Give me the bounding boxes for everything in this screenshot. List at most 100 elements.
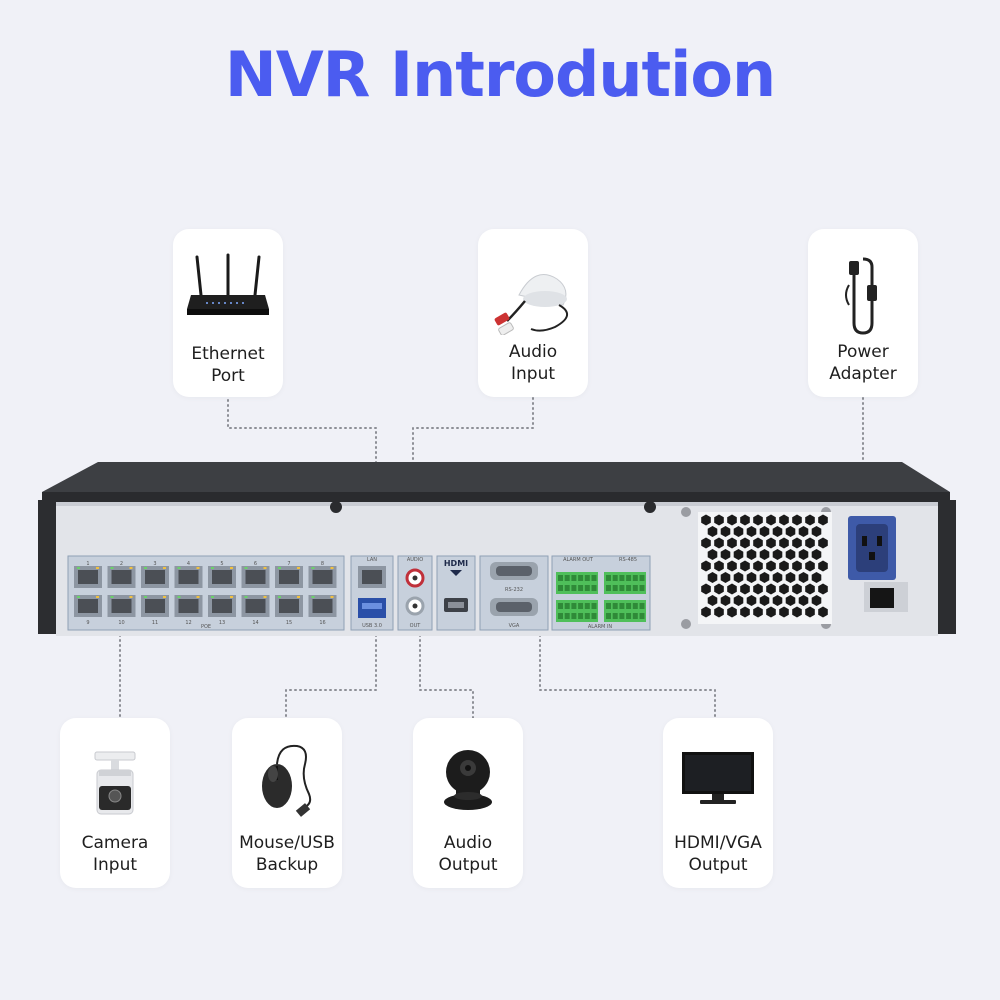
- fan-hole: [740, 606, 750, 618]
- audio-block: [397, 555, 433, 631]
- svg-text:HDMI: HDMI: [444, 559, 468, 568]
- port-number: 2: [120, 561, 123, 567]
- svg-text:VGA: VGA: [509, 623, 520, 629]
- fan-hole: [740, 560, 750, 572]
- fan-hole: [740, 537, 750, 549]
- fan-hole: [746, 595, 757, 606]
- fan-hole: [720, 572, 731, 583]
- fan-hole: [727, 606, 737, 618]
- fan-hole: [818, 537, 828, 549]
- fan-hole: [727, 537, 737, 549]
- poe-port: 2: [107, 561, 136, 588]
- fan-hole: [798, 572, 809, 583]
- mouse-icon: [232, 738, 342, 818]
- camera-icon: [60, 748, 170, 818]
- fan-hole: [720, 526, 731, 537]
- fan-hole: [772, 526, 783, 537]
- poe-port: 6: [241, 561, 270, 588]
- poe-port: 7: [275, 561, 303, 588]
- fan-hole: [707, 595, 718, 606]
- fan-hole: [746, 549, 757, 560]
- port-number: 10: [118, 620, 124, 626]
- port-number: 7: [287, 561, 290, 567]
- fan-hole: [779, 537, 789, 549]
- poe-port: 11: [141, 595, 169, 626]
- audio-output-card: Audio Output: [413, 718, 523, 888]
- poe-port: 13: [208, 595, 236, 626]
- port-number: 5: [220, 561, 223, 567]
- fan-grille: [701, 514, 828, 618]
- fan-hole: [720, 595, 731, 606]
- power-cable-icon: [808, 255, 918, 339]
- fan-hole: [792, 583, 802, 595]
- ethernet-port-card: Ethernet Port: [173, 229, 283, 397]
- fan-hole: [779, 583, 789, 595]
- fan-hole: [766, 583, 776, 595]
- fan-hole: [727, 514, 737, 526]
- port-number: 16: [319, 620, 325, 626]
- port-number: 8: [321, 561, 324, 567]
- fan-hole: [805, 514, 815, 526]
- poe-port: 15: [275, 595, 303, 626]
- fan-hole: [805, 560, 815, 572]
- fan-hole: [779, 606, 789, 618]
- fan-hole: [701, 583, 711, 595]
- audio-output-label: Audio Output: [438, 833, 498, 875]
- poe-port: 8: [308, 561, 337, 588]
- fan-hole: [759, 526, 770, 537]
- fan-hole: [720, 549, 731, 560]
- poe-port: 3: [141, 561, 169, 588]
- audio-out-connector-line: [419, 629, 474, 719]
- fan-hole: [772, 572, 783, 583]
- fan-hole: [714, 537, 724, 549]
- fan-hole: [753, 560, 763, 572]
- fan-hole: [805, 606, 815, 618]
- port-number: 13: [219, 620, 225, 626]
- port-number: 4: [187, 561, 190, 567]
- poe-port: 14: [241, 595, 270, 626]
- fan-hole: [746, 572, 757, 583]
- fan-hole: [714, 606, 724, 618]
- fan-hole: [759, 572, 770, 583]
- fan-hole: [740, 583, 750, 595]
- fan-hole: [714, 514, 724, 526]
- fan-hole: [772, 549, 783, 560]
- fan-hole: [759, 549, 770, 560]
- svg-text:LAN: LAN: [367, 557, 377, 563]
- fan-hole: [733, 549, 744, 560]
- fan-hole: [805, 583, 815, 595]
- fan-hole: [753, 537, 763, 549]
- alarm-terminal: [604, 572, 646, 594]
- fan-hole: [818, 560, 828, 572]
- mouse-usb-label: Mouse/USB Backup: [239, 833, 335, 875]
- fan-hole: [785, 595, 796, 606]
- fan-hole: [766, 606, 776, 618]
- svg-text:RS-485: RS-485: [619, 557, 637, 563]
- ethernet-port-label: Ethernet Port: [191, 344, 265, 386]
- fan-hole: [792, 514, 802, 526]
- fan-hole: [733, 526, 744, 537]
- fan-hole: [714, 560, 724, 572]
- mouse-connector-line: [285, 629, 377, 719]
- power-adapter-label: Power Adapter: [829, 342, 897, 384]
- fan-hole: [811, 549, 822, 560]
- fan-hole: [707, 526, 718, 537]
- svg-text:USB 3.0: USB 3.0: [362, 623, 382, 629]
- fan-hole: [798, 526, 809, 537]
- hdmi-vga-label: HDMI/VGA Output: [674, 833, 762, 875]
- fan-hole: [798, 549, 809, 560]
- fan-hole: [818, 583, 828, 595]
- fan-hole: [818, 514, 828, 526]
- port-number: 12: [185, 620, 191, 626]
- fan-hole: [792, 560, 802, 572]
- camera-input-card: Camera Input: [60, 718, 170, 888]
- svg-text:ALARM OUT: ALARM OUT: [563, 557, 594, 563]
- fan-hole: [727, 560, 737, 572]
- power-adapter-card: Power Adapter: [808, 229, 918, 397]
- svg-text:AUDIO: AUDIO: [407, 557, 423, 563]
- svg-text:OUT: OUT: [410, 623, 422, 629]
- fan-hole: [753, 583, 763, 595]
- poe-port: 10: [107, 595, 136, 626]
- fan-hole: [792, 606, 802, 618]
